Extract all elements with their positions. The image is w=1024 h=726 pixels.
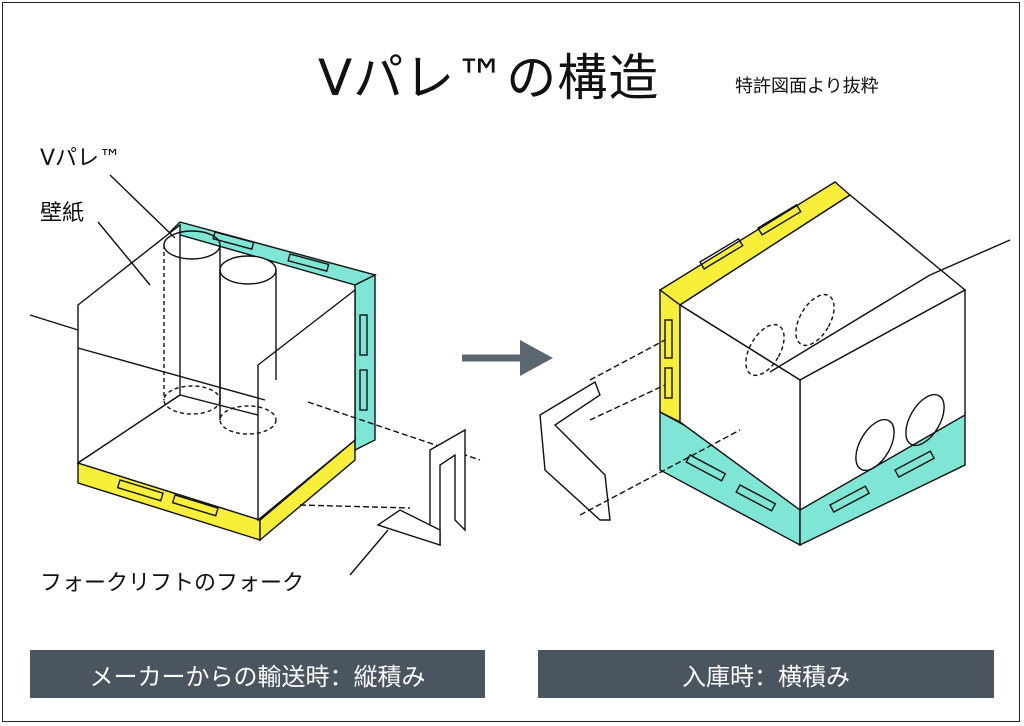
page-title: Vパレ™の構造	[318, 49, 660, 107]
label-wallpaper: 壁紙	[40, 201, 85, 226]
right-fork	[539, 380, 611, 521]
arrow-icon	[462, 340, 553, 376]
subtitle: 特許図面より抜粋	[735, 76, 879, 97]
right-left-column	[659, 288, 681, 424]
left-pallet-vertical	[29, 174, 481, 576]
caption-left: メーカーからの輸送時：縦積み	[30, 650, 485, 698]
right-pallet-horizontal	[539, 181, 1011, 547]
caption-right: 入庫時：横積み	[538, 650, 994, 698]
label-vpallet: Vパレ™	[40, 146, 122, 171]
label-fork: フォークリフトのフォーク	[40, 571, 305, 596]
right-front-wall	[257, 288, 356, 522]
right-front-wall	[679, 303, 801, 512]
